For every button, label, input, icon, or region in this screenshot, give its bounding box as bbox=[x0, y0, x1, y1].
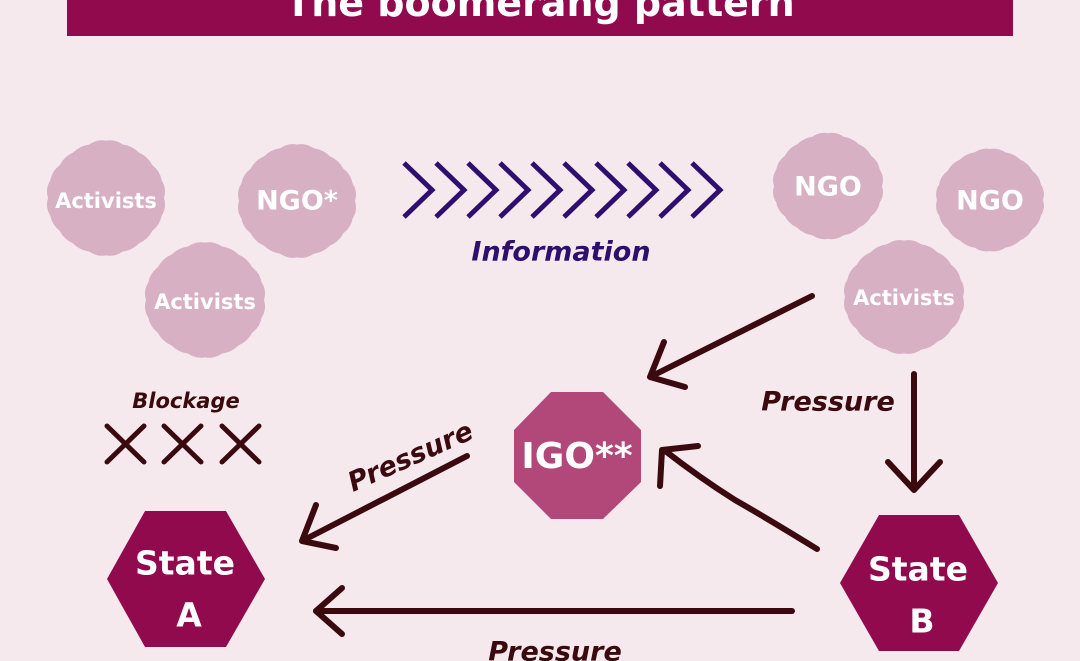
cross-icon bbox=[104, 423, 262, 465]
pressure-label-right: Pressure bbox=[761, 387, 895, 418]
chevron-right-icon bbox=[402, 161, 724, 219]
activists-label: Activists bbox=[55, 189, 157, 213]
arrow-activists-to-igo bbox=[647, 293, 815, 390]
arrow-activists-to-state-b bbox=[885, 371, 943, 493]
arrow-state-b-to-igo bbox=[657, 443, 820, 552]
state-a-label: State bbox=[135, 544, 235, 583]
activists-label: Activists bbox=[853, 286, 955, 310]
state-b-label: State bbox=[868, 550, 968, 589]
activists-label: Activists bbox=[154, 290, 256, 314]
activists-badge-left-bottom: Activists bbox=[144, 242, 266, 358]
igo-label: IGO** bbox=[521, 436, 632, 477]
blockage-label: Blockage bbox=[132, 389, 240, 413]
state-a-letter: A bbox=[176, 596, 202, 635]
state-a-node: State A bbox=[107, 511, 265, 647]
page-title: The boomerang pattern bbox=[285, 0, 795, 25]
ngo-origin-badge: NGO* bbox=[237, 144, 357, 258]
ngo-origin-label: NGO* bbox=[256, 186, 338, 217]
arrow-igo-to-state-a bbox=[299, 453, 470, 551]
activists-badge-left-top: Activists bbox=[46, 140, 166, 256]
state-b-letter: B bbox=[909, 602, 934, 641]
information-label: Information bbox=[471, 237, 650, 268]
state-b-node: State B bbox=[840, 515, 998, 651]
title-banner: The boomerang pattern bbox=[67, 0, 1013, 36]
igo-node: IGO** bbox=[514, 392, 641, 519]
ngo-badge-right-2: NGO bbox=[936, 148, 1044, 252]
ngo-label: NGO bbox=[956, 186, 1024, 217]
pressure-label-bottom: Pressure bbox=[488, 637, 622, 661]
activists-badge-right: Activists bbox=[843, 240, 965, 354]
ngo-badge-right-1: NGO bbox=[773, 132, 883, 240]
ngo-label: NGO bbox=[794, 172, 862, 203]
arrow-state-b-to-state-a bbox=[313, 585, 795, 637]
